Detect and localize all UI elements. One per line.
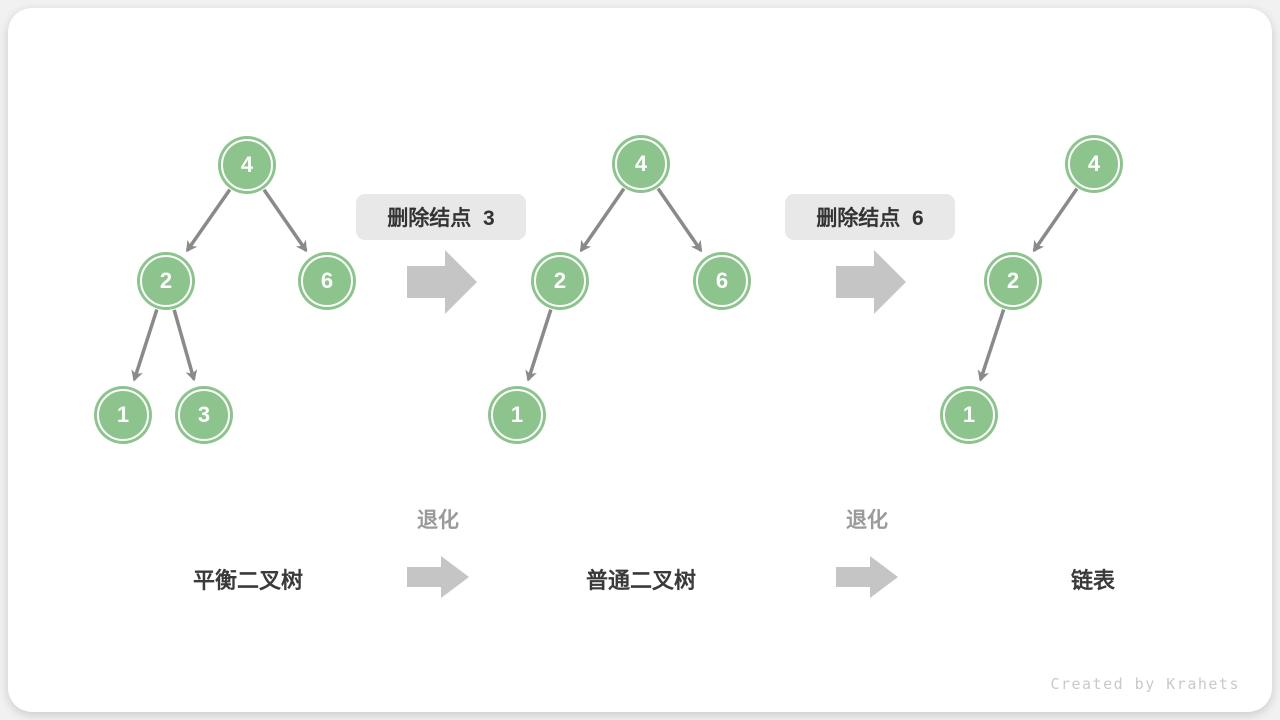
stage-label-ordinary-binary-tree: 普通二叉树 (585, 568, 697, 593)
tree-node-label: 6 (715, 268, 729, 293)
diagram-card (8, 8, 1272, 712)
tree-node: 6 (301, 255, 353, 307)
tree-node: 1 (943, 389, 995, 441)
tree-edge (172, 309, 198, 382)
tree-edge (525, 309, 553, 382)
tree-node-label: 6 (320, 268, 334, 293)
tree-node: 6 (696, 255, 748, 307)
tree-node: 3 (178, 389, 230, 441)
degrade-label: 退化 (417, 509, 459, 532)
transition-arrow-shape (836, 250, 906, 314)
tree-node-label: 1 (510, 402, 524, 427)
stage-label-balanced-binary-tree: 平衡二叉树 (192, 568, 304, 593)
tree-node-label: 4 (1087, 151, 1101, 176)
tree-node: 2 (534, 255, 586, 307)
watermark: Created by Krahets (1050, 675, 1240, 693)
tree-node: 4 (615, 138, 667, 190)
tree-node: 4 (221, 139, 273, 191)
tree-node: 2 (987, 255, 1039, 307)
tree-node-label: 3 (197, 402, 211, 427)
tree-node-label: 2 (553, 268, 567, 293)
tree-edge (977, 308, 1006, 382)
delete-node-3-label: 删除结点 3 (387, 207, 495, 230)
tree-node-label: 1 (116, 402, 130, 427)
degrade-arrow-shape (836, 556, 898, 598)
transition-arrow-icon (407, 250, 477, 314)
transition-arrow-shape (407, 250, 477, 314)
tree-node-label: 2 (1006, 268, 1020, 293)
delete-node-6-label: 删除结点 6 (816, 207, 924, 230)
tree-edge (131, 309, 159, 382)
tree-node-label: 4 (634, 151, 648, 176)
degrade-arrow-icon (836, 556, 898, 598)
degrade-arrow-shape (407, 556, 469, 598)
transition-arrow-icon (836, 250, 906, 314)
tree-edge (185, 188, 232, 253)
tree-node: 1 (97, 389, 149, 441)
tree-node-label: 4 (240, 152, 254, 177)
stage-label-linked-list: 链表 (1070, 568, 1116, 593)
tree-node: 1 (491, 389, 543, 441)
tree-edge (579, 187, 626, 253)
tree-edge (656, 187, 703, 253)
tree-node: 4 (1068, 138, 1120, 190)
degrade-arrow-icon (407, 556, 469, 598)
tree-node-label: 2 (159, 268, 173, 293)
tree-node: 2 (140, 255, 192, 307)
tree-edge (1032, 187, 1079, 253)
degrade-label: 退化 (846, 509, 888, 532)
delete-node-3-label-box: 删除结点 3 (356, 194, 526, 240)
tree-node-label: 1 (962, 402, 976, 427)
tree-edge (262, 188, 308, 253)
delete-node-6-label-box: 删除结点 6 (785, 194, 955, 240)
